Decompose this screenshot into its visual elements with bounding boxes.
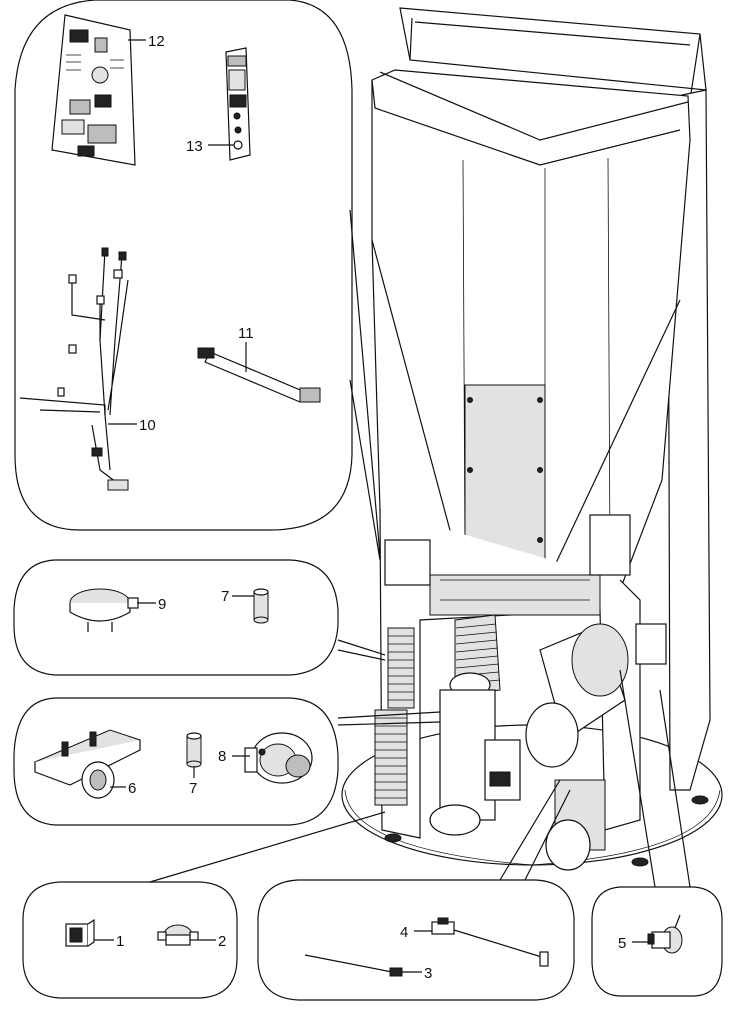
label-7b: 7 xyxy=(189,780,197,797)
gear-motor-block xyxy=(429,574,601,616)
temperature-probe xyxy=(431,917,549,967)
snap-disc-sensor xyxy=(647,914,683,954)
label-11: 11 xyxy=(238,325,254,342)
appliance-main-assembly xyxy=(341,7,723,871)
hopper-body xyxy=(371,69,691,591)
label-13: 13 xyxy=(186,138,203,155)
spacer-tube-lower xyxy=(186,732,202,768)
label-8: 8 xyxy=(218,748,226,765)
label-1: 1 xyxy=(116,933,124,950)
display-keypad xyxy=(225,47,251,161)
igniter xyxy=(197,347,321,403)
pressure-switch xyxy=(244,732,313,784)
bubble-probes xyxy=(257,879,575,1001)
bubble-sensors-upper xyxy=(13,559,339,676)
control-board xyxy=(51,14,136,166)
label-2: 2 xyxy=(218,933,226,950)
label-12: 12 xyxy=(148,33,165,50)
label-6: 6 xyxy=(128,780,136,797)
label-4: 4 xyxy=(400,924,408,941)
label-3: 3 xyxy=(424,965,432,982)
label-7a: 7 xyxy=(221,588,229,605)
hopper-inner-plate xyxy=(464,384,546,561)
bubble-switches xyxy=(22,881,238,999)
bracket-assembly xyxy=(33,729,142,799)
wiring-harness xyxy=(19,247,129,491)
label-10: 10 xyxy=(139,417,156,434)
flex-hose-left xyxy=(374,627,415,806)
limit-switch xyxy=(157,924,199,946)
spacer-tube-upper xyxy=(253,588,269,624)
label-5: 5 xyxy=(618,935,626,952)
flex-hose-center xyxy=(449,614,501,698)
rocker-switch xyxy=(65,918,95,947)
thermostat-disc xyxy=(69,588,139,632)
label-9: 9 xyxy=(158,596,166,613)
